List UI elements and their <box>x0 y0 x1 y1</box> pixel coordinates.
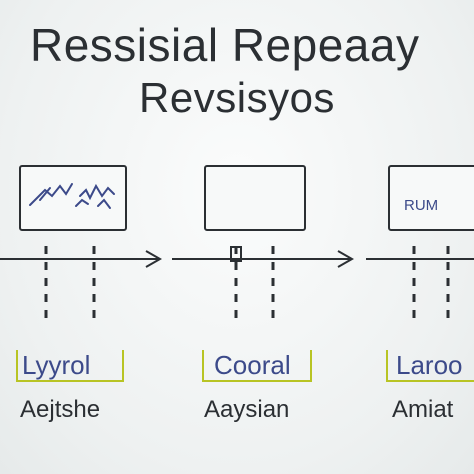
stage-1-bracket-right <box>122 350 124 380</box>
stage-1-box <box>19 165 127 231</box>
stage-1-label-bottom: Aejtshe <box>20 396 101 423</box>
stage-2-box <box>204 165 306 231</box>
stage-1-label-top: Lyyrol <box>22 350 91 380</box>
stage-1-bracket-left <box>16 350 18 380</box>
stage-3-box <box>388 165 474 231</box>
stage-1-underline <box>16 380 124 382</box>
stage-2-label-top: Cooral <box>214 350 291 380</box>
diagram-title-line-1: Ressisial Repeaay <box>30 19 420 71</box>
stage-3-box-text: RUM <box>404 197 439 214</box>
stage-3-underline <box>386 380 474 382</box>
stage-1-scribble <box>29 183 115 209</box>
arrow-2-to-3 <box>172 250 355 268</box>
stage-2-label-bottom: Aaysian <box>204 396 290 423</box>
diagram-title-line-2: Revsisyos <box>139 74 335 121</box>
stage-3-label-bottom: Amiat <box>392 396 454 423</box>
stage-2-connector-marker <box>230 246 242 262</box>
stage-2-bracket-left <box>202 350 204 380</box>
arrow-1-to-2 <box>0 250 163 268</box>
stage-2-bracket-right <box>310 350 312 380</box>
stage-3-label-top: Laroo <box>396 350 463 380</box>
dashed-connectors <box>44 246 450 326</box>
stage-3-bracket-left <box>386 350 388 380</box>
stage-2-underline <box>202 380 312 382</box>
